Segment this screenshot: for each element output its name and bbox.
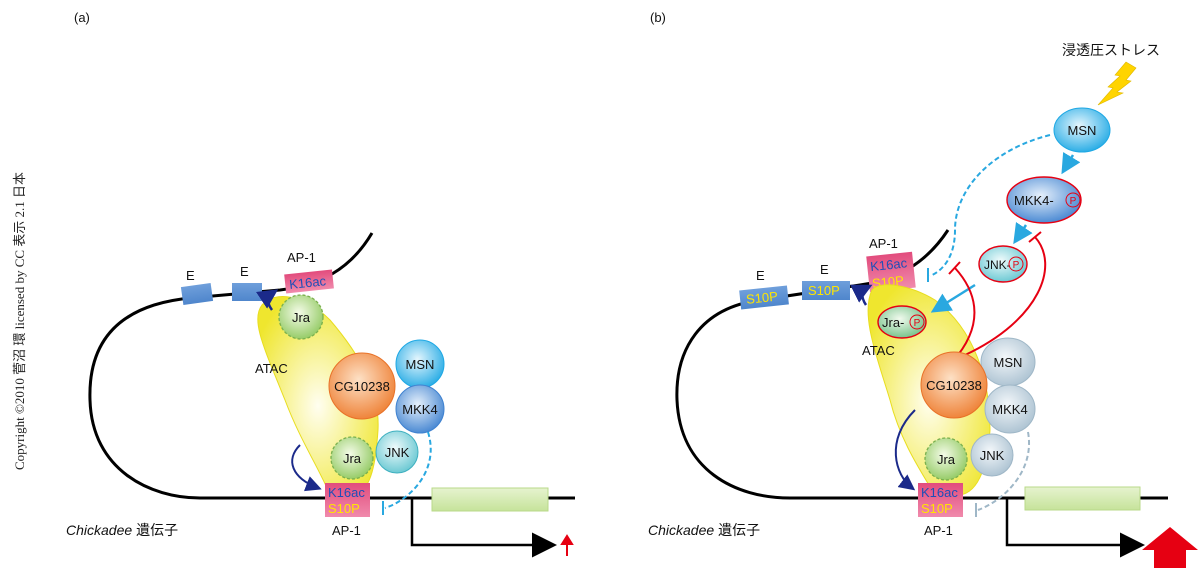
cg10238-protein: CG10238 — [920, 351, 988, 419]
osmotic-stress-label: 浸透圧ストレス — [1062, 42, 1160, 58]
jra-protein: Jra — [924, 437, 968, 481]
up-arrow-small — [560, 534, 574, 556]
svg-text:CG10238: CG10238 — [334, 379, 390, 394]
enhancer-element: E — [232, 264, 262, 301]
mkk4-inactive: MKK4 — [984, 384, 1036, 434]
phosphorylation-link — [384, 431, 432, 509]
jra-protein: Jra — [278, 294, 324, 340]
jnk-protein: JNK — [375, 430, 419, 474]
up-arrow-large — [1142, 527, 1198, 568]
panel-a: (a) E E AP-1 K16ac ATAC Jra MSN — [66, 10, 575, 558]
svg-text:S10P: S10P — [328, 501, 360, 516]
lower-ap1-label: AP-1 — [332, 523, 361, 538]
msn-active: MSN — [1053, 107, 1111, 153]
svg-text:K16ac: K16ac — [328, 485, 365, 500]
histone-mark-box: K16ac S10P — [866, 251, 916, 293]
exon-box — [431, 487, 549, 512]
msn-inhibition-dashed — [929, 134, 1051, 277]
svg-text:K16ac: K16ac — [288, 273, 327, 292]
svg-text:S10P: S10P — [745, 289, 778, 307]
acetylation-arrow — [291, 444, 322, 492]
svg-text:MKK4-: MKK4- — [1014, 193, 1054, 208]
cg10238-protein: CG10238 — [328, 352, 396, 420]
inhibition-bar — [948, 261, 961, 275]
transcription-arrow — [1005, 498, 1145, 558]
inhibition-bar — [1028, 231, 1042, 243]
msn-inactive: MSN — [980, 337, 1036, 387]
inhibition-line — [964, 236, 1047, 356]
svg-text:E: E — [186, 268, 195, 283]
activation-arrow — [1061, 151, 1081, 175]
svg-text:E: E — [240, 264, 249, 279]
mkk4-protein: MKK4 — [395, 384, 445, 434]
svg-text:CG10238: CG10238 — [926, 378, 982, 393]
panel-b: (b) 浸透圧ストレス E S10P E S10P AP-1 K16ac S10… — [648, 10, 1198, 568]
transcription-arrow — [410, 498, 557, 558]
svg-text:MKK4: MKK4 — [992, 402, 1027, 417]
acetylation-arrow — [894, 409, 916, 491]
svg-text:S10P: S10P — [808, 283, 840, 298]
histone-mark-box: K16ac S10P — [918, 483, 963, 517]
svg-text:Jra-: Jra- — [882, 315, 904, 330]
svg-text:S10P: S10P — [921, 501, 953, 516]
svg-text:MSN: MSN — [994, 355, 1023, 370]
svg-text:K16ac: K16ac — [870, 255, 909, 274]
lightning-icon — [1097, 61, 1137, 106]
exon-box — [1024, 486, 1141, 511]
svg-text:P: P — [1013, 260, 1020, 271]
svg-text:Jra: Jra — [292, 310, 311, 325]
upper-ap1-label: AP-1 — [287, 250, 316, 265]
mkk4-phosphorylated: MKK4- P — [1006, 176, 1082, 224]
copyright-text: Copyright ©2010 菅沼 環 licensed by CC 表示 2… — [12, 172, 27, 470]
svg-text:MSN: MSN — [406, 357, 435, 372]
svg-text:MSN: MSN — [1068, 123, 1097, 138]
k16ac-mark: K16ac — [284, 269, 334, 294]
svg-text:Jra: Jra — [343, 451, 362, 466]
svg-text:E: E — [820, 262, 829, 277]
svg-text:P: P — [1070, 196, 1077, 207]
panel-a-label: (a) — [74, 10, 90, 25]
inhibition-line — [954, 267, 976, 356]
msn-protein: MSN — [395, 339, 445, 389]
acetylation-arrow — [850, 284, 873, 306]
svg-text:Jra: Jra — [937, 452, 956, 467]
jra-protein: Jra — [330, 436, 374, 480]
jnk-inactive: JNK — [970, 433, 1014, 477]
panel-b-label: (b) — [650, 10, 666, 25]
atac-label: ATAC — [862, 343, 895, 358]
histone-mark-box: K16ac S10P — [325, 483, 370, 517]
enhancer-element: E S10P — [739, 268, 789, 310]
acetylation-arrow — [255, 289, 279, 311]
upper-ap1-label: AP-1 — [869, 236, 898, 251]
lower-ap1-label: AP-1 — [924, 523, 953, 538]
svg-text:MKK4: MKK4 — [402, 402, 437, 417]
enhancer-element: E — [180, 268, 214, 306]
svg-text:JNK: JNK — [980, 448, 1005, 463]
activation-arrow — [1013, 221, 1033, 245]
phosphorylation-link-inactive — [977, 431, 1031, 511]
svg-text:P: P — [914, 318, 921, 329]
atac-label: ATAC — [255, 361, 288, 376]
svg-text:JNK: JNK — [385, 445, 410, 460]
jra-phosphorylated: Jra- P — [877, 305, 927, 339]
svg-text:JNK-: JNK- — [984, 258, 1011, 272]
jnk-phosphorylated: JNK- P — [978, 245, 1028, 283]
svg-text:E: E — [756, 268, 765, 283]
svg-text:K16ac: K16ac — [921, 485, 958, 500]
enhancer-element: E S10P — [802, 262, 850, 300]
